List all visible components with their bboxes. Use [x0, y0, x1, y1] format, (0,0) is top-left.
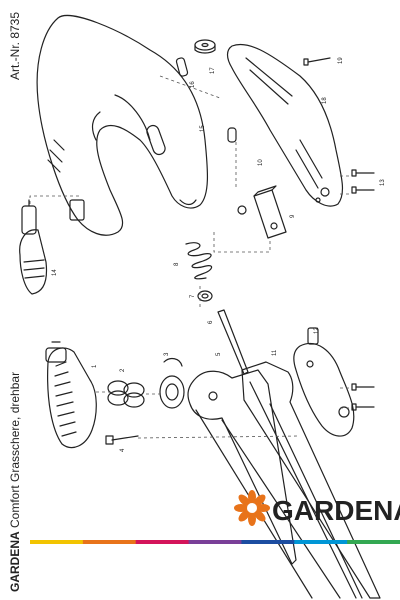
spring-part — [185, 242, 213, 280]
part-number-12: 12 — [314, 327, 320, 334]
part-number-2: 2 — [120, 368, 126, 372]
battery-cover-part — [45, 341, 97, 449]
brand-color-bar — [30, 540, 400, 544]
part-number-6: 6 — [208, 320, 214, 324]
part-number-3: 3 — [164, 352, 170, 356]
part-number-5: 5 — [216, 352, 222, 356]
color-bar-segment — [294, 540, 348, 544]
lower-blade-part — [187, 369, 297, 565]
part-number-7: 7 — [190, 294, 196, 298]
part-number-16: 16 — [190, 81, 196, 88]
blade-holder-part — [226, 44, 344, 207]
screw-cap-part — [194, 39, 216, 54]
color-bar-segment — [347, 540, 400, 544]
screw-13-a — [351, 169, 375, 177]
part-number-17: 17 — [210, 67, 216, 74]
color-bar-segment — [30, 540, 84, 544]
part-number-9: 9 — [290, 214, 296, 218]
blade-mount-part — [293, 327, 355, 437]
pin-part — [227, 127, 237, 143]
bearing-block-part — [237, 185, 287, 239]
part-number-18: 18 — [322, 97, 328, 104]
gardena-logo-text: GARDENA — [272, 495, 400, 526]
upper-blade-part — [241, 361, 381, 599]
lever-part — [217, 309, 249, 375]
lock-slider-part — [19, 199, 48, 295]
part-number-10: 10 — [258, 159, 264, 166]
coil-springs-part — [107, 380, 145, 408]
part-number-13: 13 — [380, 179, 386, 186]
part-number-15: 15 — [200, 125, 206, 132]
part-number-11: 11 — [272, 349, 278, 356]
handle-part — [36, 14, 209, 236]
part-number-4: 4 — [120, 448, 126, 452]
gardena-logo: GARDENA — [234, 490, 400, 526]
color-bar-segment — [241, 540, 295, 544]
part-number-8: 8 — [174, 262, 180, 266]
part-number-19: 19 — [338, 57, 344, 64]
assembly-lines — [29, 75, 352, 439]
screw-19 — [303, 57, 331, 66]
color-bar-segment — [188, 540, 242, 544]
screw-13-d — [351, 403, 375, 411]
part-number-labels: 1 2 3 4 5 6 7 8 9 10 11 12 13 14 15 16 1… — [52, 57, 386, 452]
screw-13-c — [351, 383, 375, 391]
color-bar-segment — [135, 540, 190, 544]
gardena-flower-icon — [234, 490, 270, 526]
bolt-part — [105, 435, 139, 445]
part-number-1: 1 — [92, 364, 98, 368]
part-number-14: 14 — [52, 269, 58, 276]
stud-part — [175, 57, 189, 77]
bushing-part — [159, 357, 185, 409]
screw-13-b — [351, 186, 375, 194]
washer-part — [197, 290, 213, 302]
color-bar-segment — [82, 540, 137, 544]
